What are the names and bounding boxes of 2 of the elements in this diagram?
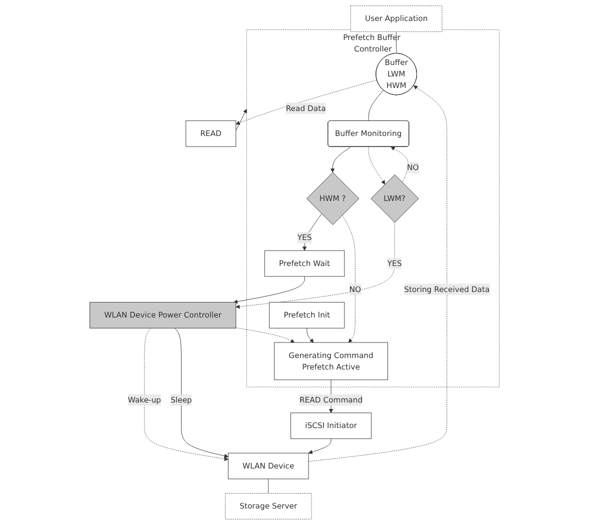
connector xyxy=(268,478,269,494)
connector xyxy=(368,90,384,122)
